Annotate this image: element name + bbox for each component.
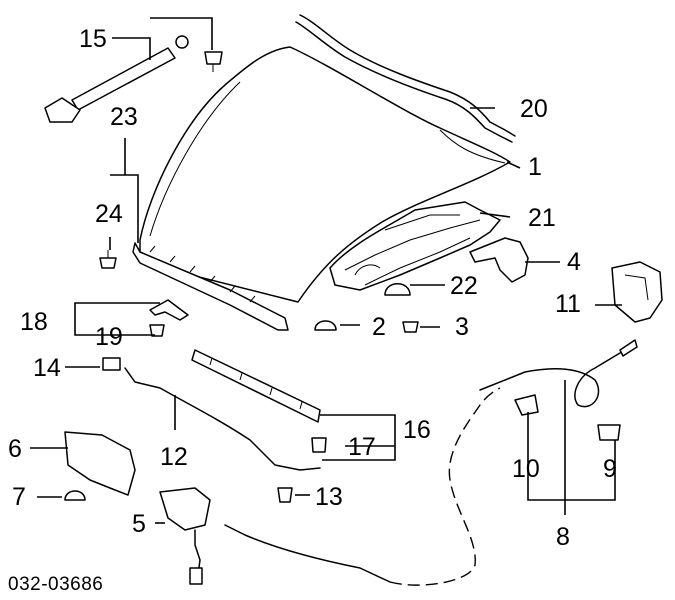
callout-20: 20: [520, 95, 548, 123]
grommet-7: [64, 490, 86, 501]
bolt-3: [402, 321, 419, 333]
clip-13: [277, 487, 293, 503]
callout-5: 5: [132, 510, 146, 538]
callout-7: 7: [12, 483, 26, 511]
callout-15: 15: [79, 25, 107, 53]
hood-front-seal: [132, 242, 289, 331]
hood-seal-rubber: [295, 14, 516, 143]
bracket-6: [64, 431, 136, 496]
callout-23: 23: [110, 103, 138, 131]
leader-lines: [30, 17, 622, 524]
hood-front-strip: [191, 349, 321, 423]
callout-11: 11: [555, 290, 581, 318]
hood-panel: [139, 46, 511, 303]
callout-10: 10: [512, 455, 540, 483]
callout-9: 9: [603, 455, 617, 483]
fastener-17: [311, 437, 327, 453]
callout-1: 1: [528, 153, 542, 181]
callout-17: 17: [348, 433, 376, 461]
callout-3: 3: [455, 313, 469, 341]
callout-13: 13: [315, 483, 343, 511]
callout-19: 19: [95, 323, 123, 351]
callout-8: 8: [556, 523, 570, 551]
callout-18: 18: [20, 308, 48, 336]
hood-lock: [611, 261, 663, 323]
release-cable-lower: [224, 387, 501, 586]
hood-release-handle: [159, 487, 211, 585]
grommet-2: [314, 320, 337, 331]
hood-bumper: [384, 283, 411, 296]
hood-insulator: [329, 201, 501, 291]
callout-14: 14: [33, 354, 61, 382]
cable-bracket-10: [514, 394, 539, 416]
bracket-18: [149, 299, 189, 321]
clamp-14: [102, 357, 121, 371]
callout-4: 4: [567, 248, 581, 276]
grommet-9: [597, 424, 621, 441]
hood-support-strut: [44, 35, 223, 123]
diagram-caption: 032-03686: [8, 574, 103, 595]
callout-21: 21: [528, 204, 556, 232]
callout-12: 12: [160, 443, 188, 471]
callout-2: 2: [372, 313, 386, 341]
callout-24: 24: [95, 200, 123, 228]
callout-16: 16: [403, 416, 431, 444]
release-cable-assembly: [479, 339, 638, 408]
clip-24: [99, 250, 117, 269]
callout-22: 22: [450, 272, 478, 300]
hood-hinge: [469, 237, 529, 283]
release-cable-front: [124, 367, 321, 471]
callout-6: 6: [8, 435, 22, 463]
clip-19: [149, 324, 165, 337]
